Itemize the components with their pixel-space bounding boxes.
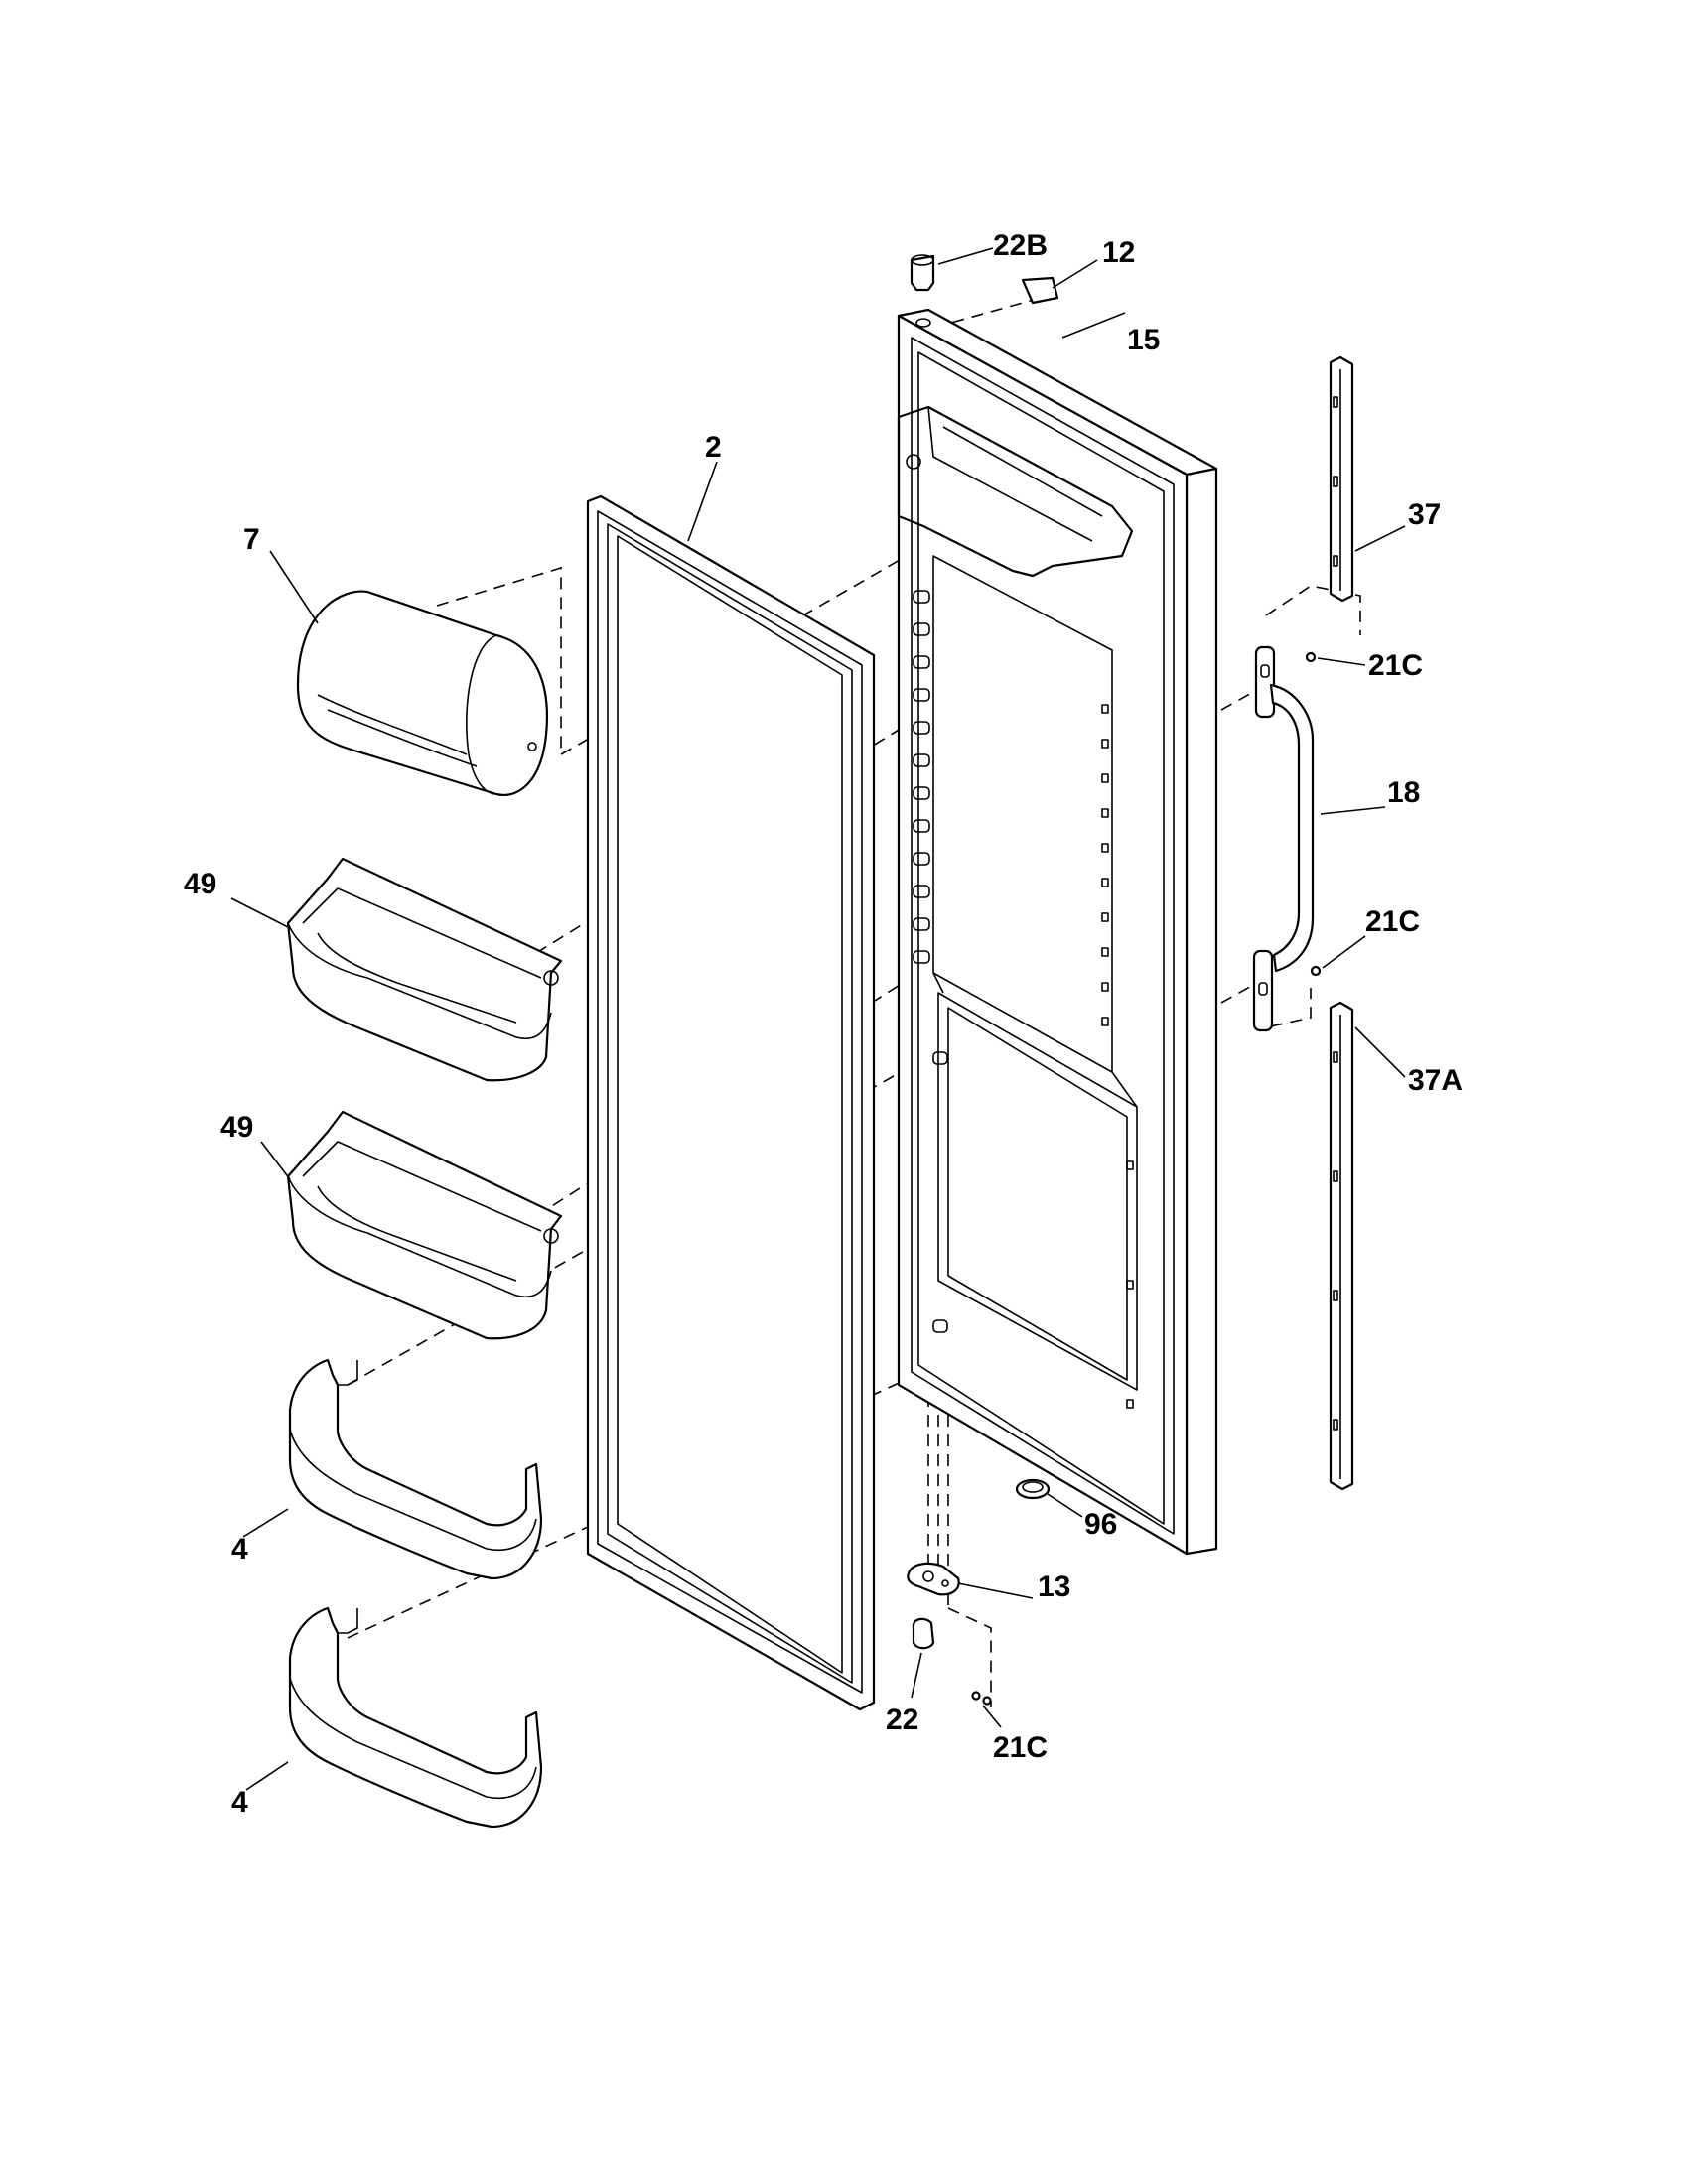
shelf-pegs (913, 590, 1134, 1409)
screw-21c-mid-icon (1310, 965, 1322, 977)
water-tank (296, 590, 548, 796)
cap-12-icon (1021, 276, 1059, 305)
label-15: 15 (1127, 324, 1160, 356)
label-13: 13 (1038, 1570, 1070, 1603)
label-12: 12 (1102, 236, 1135, 269)
label-7: 7 (243, 523, 260, 556)
label-21c-bottom: 21C (993, 1731, 1048, 1764)
label-49-bottom: 49 (220, 1111, 253, 1144)
label-96: 96 (1084, 1508, 1117, 1541)
label-37: 37 (1408, 498, 1441, 531)
label-37a: 37A (1408, 1064, 1463, 1097)
door-bin-49-bottom (286, 1110, 563, 1340)
bushing-22-icon (912, 1617, 935, 1650)
label-2: 2 (705, 431, 722, 464)
trim-37a (1329, 1001, 1354, 1491)
small-parts (907, 254, 1059, 1706)
trim-37 (1329, 355, 1354, 603)
screw-21c-bottom-icon (971, 1691, 981, 1701)
label-4-top: 4 (231, 1533, 248, 1566)
screw-21c-top-icon (1305, 651, 1317, 663)
door-gasket (586, 494, 876, 1711)
door-panel (897, 308, 1218, 1556)
label-49-top: 49 (184, 868, 216, 900)
label-22: 22 (886, 1704, 918, 1736)
label-21c-top: 21C (1368, 649, 1423, 682)
label-22b: 22B (993, 229, 1048, 262)
label-4-bottom: 4 (231, 1786, 248, 1819)
door-shelf-4-top (288, 1358, 543, 1580)
door-bin-49-top (286, 857, 563, 1082)
door-shelf-4-bottom (288, 1606, 543, 1829)
callout-labels: 22B 12 15 2 7 37 21C 18 49 21C 37A 49 4 … (184, 229, 1463, 1819)
callout-lines (230, 247, 1406, 1791)
label-21c-mid: 21C (1365, 905, 1420, 938)
door-handle-18 (1252, 645, 1322, 1032)
plug-22b-icon (910, 254, 935, 292)
label-18: 18 (1387, 776, 1420, 809)
